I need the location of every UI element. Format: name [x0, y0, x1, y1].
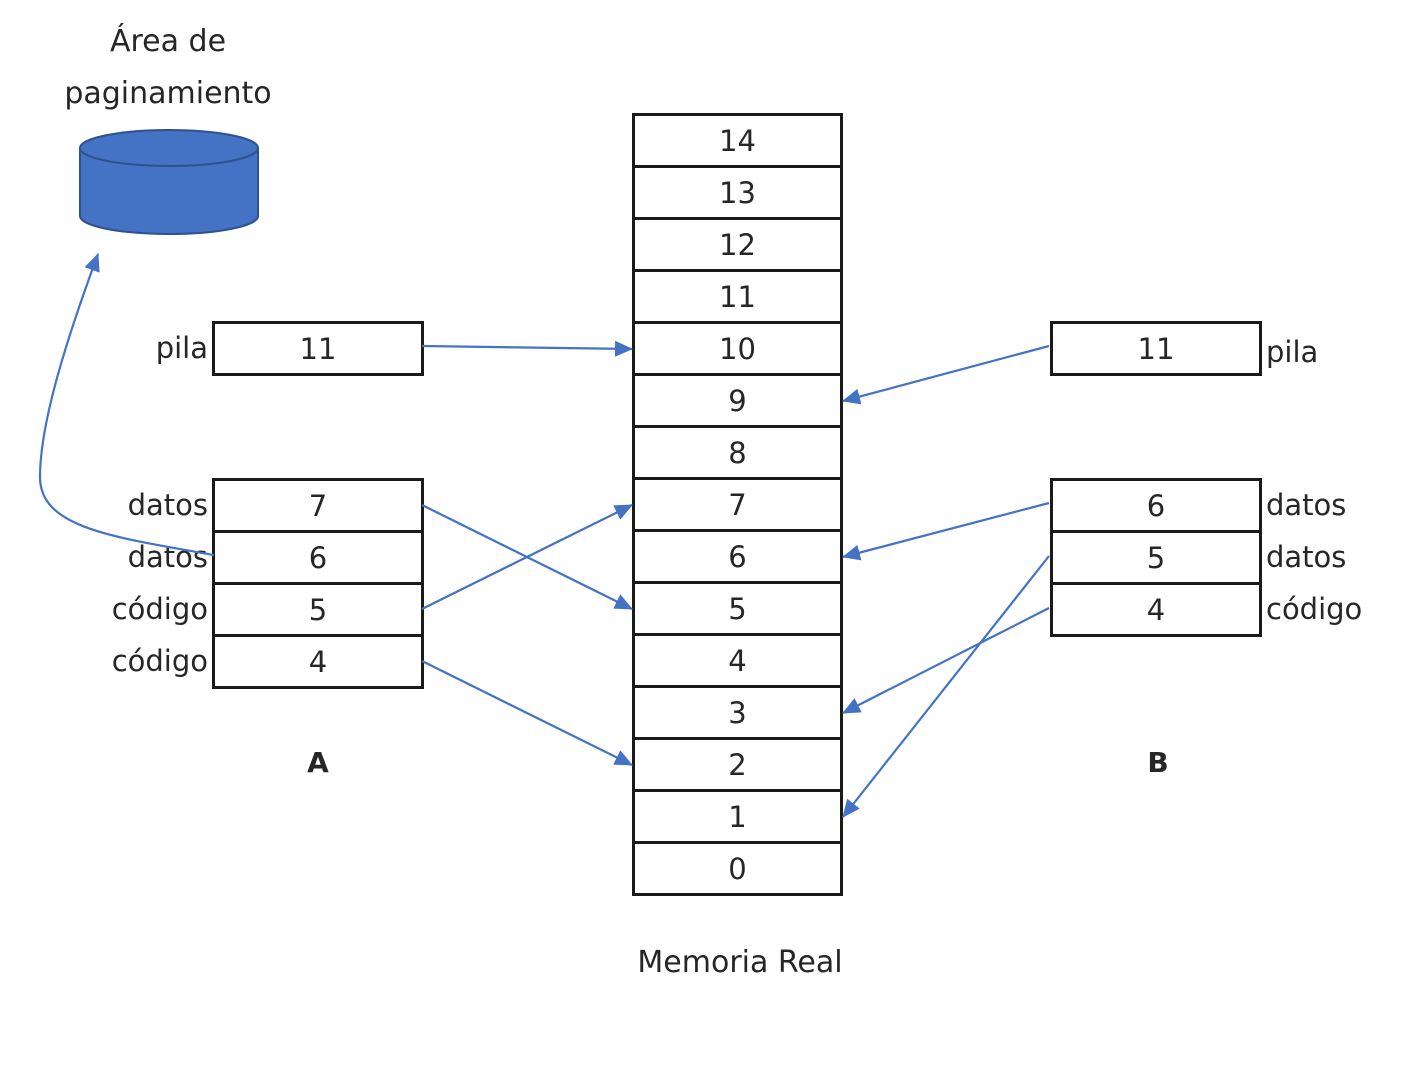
- process-b-segment-label: datos: [1266, 488, 1347, 522]
- memory-caption: Memoria Real: [637, 945, 843, 980]
- memory-frame: 14: [632, 113, 843, 168]
- arrow-a-pila-to-frame-10: [421, 340, 633, 357]
- arrow-b-6-to-frame-6: [842, 501, 1050, 561]
- process-b-stack-label: pila: [1266, 335, 1319, 369]
- process-b-segment-cell: 6: [1050, 478, 1262, 533]
- arrow-b-5-to-frame-1: [842, 555, 1050, 818]
- process-a-segment-cell: 4: [212, 634, 424, 689]
- arrow-a-5-to-frame-7: [421, 504, 633, 610]
- process-a-stack-label: pila: [155, 331, 208, 365]
- process-a-label: A: [307, 746, 329, 779]
- process-a-stack-cell: 11: [212, 321, 424, 376]
- process-a-segment-label: datos: [127, 488, 208, 522]
- process-a-segment-cell: 5: [212, 582, 424, 637]
- process-b-label: B: [1147, 746, 1169, 779]
- memory-frame: 5: [632, 581, 843, 636]
- memory-frame: 0: [632, 841, 843, 896]
- memory-frame: 2: [632, 737, 843, 792]
- paging-area-title-line1: Área de: [109, 24, 227, 59]
- paging-area-title-line2: paginamiento: [64, 76, 272, 111]
- process-a-segment-label: datos: [127, 540, 208, 574]
- database-cylinder-icon: [79, 129, 259, 235]
- process-b-segment-cell: 4: [1050, 582, 1262, 637]
- process-a-segment-label: código: [111, 592, 208, 626]
- process-b-stack-cell: 11: [1050, 321, 1262, 376]
- arrow-a-swap-out: [38, 253, 215, 557]
- arrow-b-pila-to-frame-9: [842, 344, 1050, 405]
- arrow-a-4-to-frame-2: [421, 660, 633, 766]
- process-a-segment-label: código: [111, 644, 208, 678]
- process-b-segment-label: datos: [1266, 540, 1347, 574]
- process-b-segment-label: código: [1266, 592, 1363, 626]
- arrow-b-4-to-frame-3: [842, 607, 1050, 714]
